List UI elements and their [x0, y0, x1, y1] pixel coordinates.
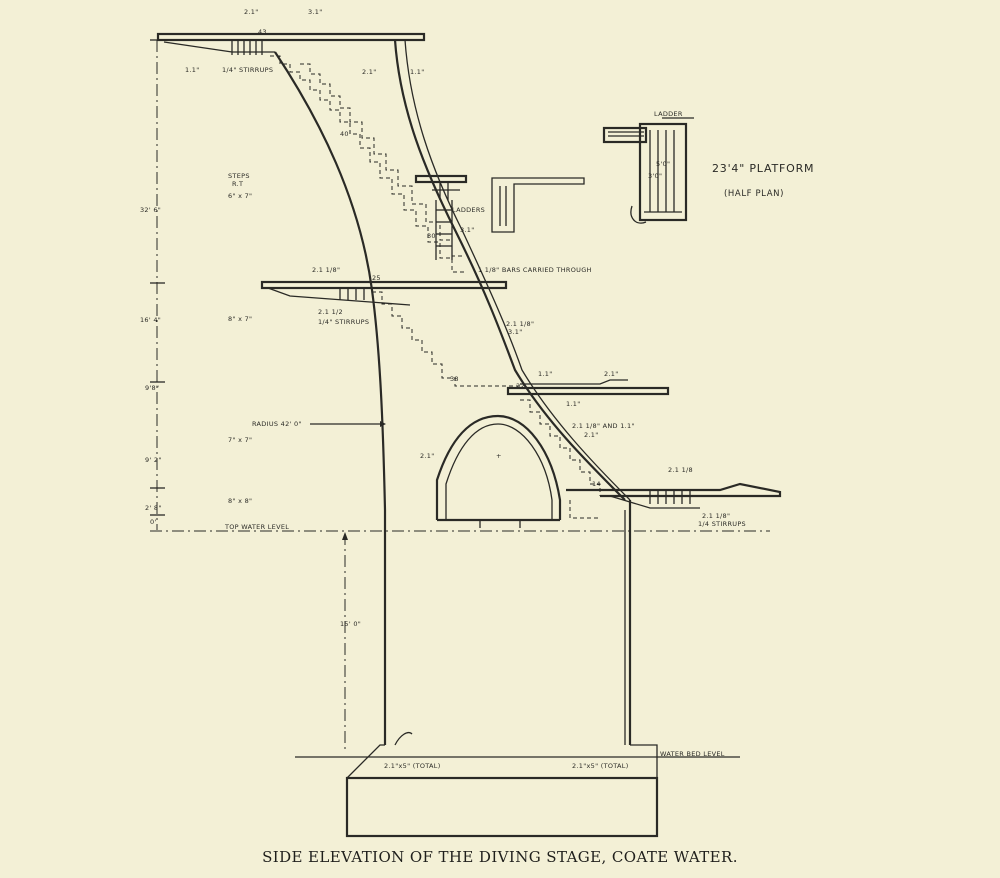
rebar-label: 40 [340, 130, 349, 138]
rebar-label: 2.1 1/8" [312, 266, 340, 274]
staircase-steps [372, 291, 520, 387]
height-label: 9' 2" [145, 456, 162, 464]
foundation-base [295, 731, 740, 838]
steps-label: 8" x 8" [228, 497, 252, 505]
platform-2ft [566, 482, 782, 509]
staircase-steps [569, 500, 600, 519]
ladder-platform [414, 174, 468, 260]
rebar-label: 2.1"x5" (TOTAL) [572, 762, 629, 770]
rebar-label: 1.1" [566, 400, 581, 408]
rebar-label: 14 [592, 480, 601, 488]
rebar-label: 2.1 1/8" [506, 320, 534, 328]
figure-caption: SIDE ELEVATION OF THE DIVING STAGE, COAT… [262, 848, 738, 866]
rebar-label: 2.1 1/2 [318, 308, 343, 316]
steps-label: STEPS [228, 172, 250, 180]
plan-dimension: 5'0" [656, 160, 670, 168]
rebar-label: 2.1 1/8" [702, 512, 730, 520]
bars-label: 1 1/8" BARS CARRIED THROUGH [478, 266, 592, 274]
rebar-label: 43 [258, 28, 267, 36]
steps-label: 7" x 7" [228, 436, 252, 444]
rebar-label: 3.1" [460, 226, 475, 234]
rebar-label: 22 [516, 382, 525, 390]
stirrups-label: 1/4" STIRRUPS [318, 318, 369, 326]
rebar-label: 30 [427, 232, 436, 240]
staircase-steps [300, 63, 465, 257]
height-label: 9'8" [145, 384, 159, 392]
rebar-label: 1.1" [538, 370, 553, 378]
rebar-label: 2.1 1/8 [668, 466, 693, 474]
bracket-detail [491, 177, 585, 233]
plan-subtitle: (HALF PLAN) [724, 189, 784, 199]
rebar-label: 25 [372, 274, 381, 282]
half-plan-detail [602, 117, 694, 224]
rebar-label: 2.1" [362, 68, 377, 76]
platform-16ft [260, 280, 508, 306]
depth-dimension [342, 532, 348, 752]
rebar-label: 2.1 1/8" AND 1.1" [572, 422, 635, 430]
steps-label: 6" x 7" [228, 192, 252, 200]
rebar-label: 2.1" [604, 370, 619, 378]
staircase-steps [520, 399, 601, 496]
height-label: 0' [150, 518, 157, 526]
plan-title: 23'4" PLATFORM [712, 162, 814, 175]
height-label: 16' 4" [140, 316, 161, 324]
rebar-label: 2.1" [244, 8, 259, 16]
plan-dimension: 3'0" [648, 172, 662, 180]
rebar-label: 2.1" [420, 452, 435, 460]
steps-label: 8" x 7" [228, 315, 252, 323]
platform-9ft [506, 379, 670, 396]
main-column [274, 39, 632, 745]
ladders-label: LADDERS [452, 206, 485, 214]
radius-callout [310, 421, 386, 427]
rebar-label: 38 [450, 375, 459, 383]
stirrups-label: 1/4 STIRRUPS [698, 520, 746, 528]
rebar-label: 3.1" [308, 8, 323, 16]
svg-text:+: + [496, 452, 502, 460]
height-label: 32' 6" [140, 206, 161, 214]
top-platform [156, 32, 426, 55]
water-bed-level-label: WATER BED LEVEL [660, 750, 725, 758]
depth-label: 15' 0" [340, 620, 361, 628]
rebar-label: 2.1" [584, 431, 599, 439]
top-water-level-label: TOP WATER LEVEL [224, 523, 289, 531]
rebar-label: 2.1"x5" (TOTAL) [384, 762, 441, 770]
stirrups-label: 1/4" STIRRUPS [222, 66, 273, 74]
rebar-label: 1.1" [185, 66, 200, 74]
height-label: 2' 8" [145, 504, 162, 512]
arch: + [435, 414, 562, 528]
rebar-label: 1.1" [410, 68, 425, 76]
ladder-label: LADDER [654, 110, 683, 118]
rebar-label: 3.1" [508, 328, 523, 336]
staircase-steps [270, 55, 465, 273]
radius-label: RADIUS 42' 0" [252, 420, 302, 428]
steps-label: R.T [232, 180, 243, 188]
